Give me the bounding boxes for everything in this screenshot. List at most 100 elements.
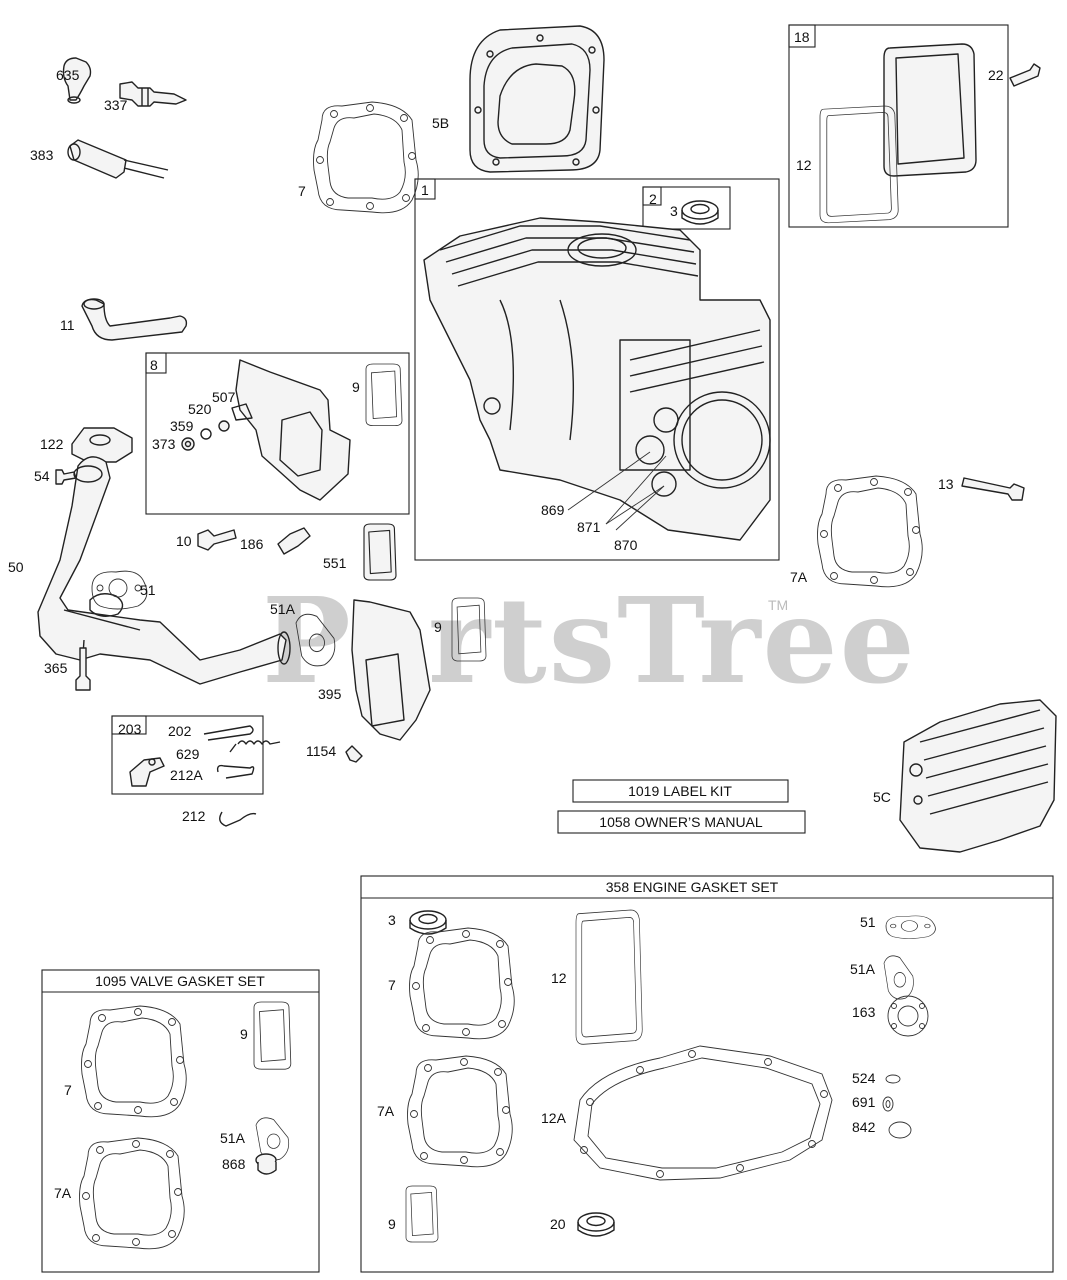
callout-202: 202 xyxy=(168,723,192,739)
callout-20: 20 xyxy=(550,1216,566,1232)
part-383-tool xyxy=(67,139,169,179)
callout-163: 163 xyxy=(852,1004,876,1020)
part-3-seal xyxy=(681,200,719,225)
callout-2: 2 xyxy=(649,191,657,207)
callout-9-gs: 9 xyxy=(388,1216,396,1232)
callout-54: 54 xyxy=(34,468,50,484)
callout-186: 186 xyxy=(240,536,264,552)
callout-507: 507 xyxy=(212,389,236,405)
callout-18: 18 xyxy=(794,29,810,45)
callout-691: 691 xyxy=(852,1094,876,1110)
part-212A-link xyxy=(216,764,255,779)
callout-1: 1 xyxy=(421,182,429,198)
vs-part-9-gasket xyxy=(253,1001,292,1070)
gs-part-7-gasket xyxy=(409,927,515,1040)
callout-13: 13 xyxy=(938,476,954,492)
gs-part-51A-gasket xyxy=(883,955,914,1000)
callout-9-mid: 9 xyxy=(434,619,442,635)
callout-7A-gs: 7A xyxy=(377,1103,395,1119)
part-51A-gasket xyxy=(295,613,336,667)
watermark-tm: TM xyxy=(768,597,788,613)
part-11-tube xyxy=(81,298,188,341)
part-1154-screw xyxy=(345,745,363,763)
owners-manual-text: 1058 OWNER’S MANUAL xyxy=(599,814,763,830)
callout-1154: 1154 xyxy=(306,743,336,759)
callout-9-vs: 9 xyxy=(240,1026,248,1042)
valve-gasket-set-box: 1095 VALVE GASKET SET xyxy=(41,969,320,1273)
gs-part-3-seal xyxy=(409,910,447,935)
callout-203: 203 xyxy=(118,721,142,737)
callout-868: 868 xyxy=(222,1156,246,1172)
callout-122: 122 xyxy=(40,436,64,452)
engine-gasket-set-box: 358 ENGINE GASKET SET xyxy=(360,875,1054,1273)
gs-part-51-gasket xyxy=(885,915,936,940)
callout-842: 842 xyxy=(852,1119,876,1135)
part-13-bolt xyxy=(961,477,1025,501)
part-54-screw xyxy=(55,469,77,485)
gs-part-524-ring xyxy=(885,1074,901,1084)
callout-212: 212 xyxy=(182,808,206,824)
part-551-gasket xyxy=(363,523,397,581)
callout-7-vs: 7 xyxy=(64,1082,72,1098)
callout-212A: 212A xyxy=(170,767,203,783)
callout-51-gs: 51 xyxy=(860,914,876,930)
part-395-heat-shield xyxy=(351,599,431,741)
callout-8: 8 xyxy=(150,357,158,373)
part-1-engine-block xyxy=(423,217,771,541)
callout-12A: 12A xyxy=(541,1110,567,1126)
box-203 xyxy=(111,715,281,795)
part-186-fitting xyxy=(277,527,311,555)
owners-manual-box: 1058 OWNER’S MANUAL xyxy=(557,810,806,834)
part-122-spacer xyxy=(71,427,133,463)
callout-395: 395 xyxy=(318,686,342,702)
part-8-air-guide xyxy=(218,359,351,501)
callout-5B: 5B xyxy=(432,115,449,131)
callout-520: 520 xyxy=(188,401,212,417)
leader-lines xyxy=(567,451,667,531)
callout-551: 551 xyxy=(323,555,347,571)
callout-635: 635 xyxy=(56,67,80,83)
gs-part-20-seal xyxy=(577,1212,615,1237)
callout-524: 524 xyxy=(852,1070,876,1086)
callout-3-gs: 3 xyxy=(388,912,396,928)
gs-part-163-gasket xyxy=(887,995,929,1037)
part-7-gasket xyxy=(313,101,419,214)
part-51-gasket xyxy=(91,570,148,610)
callout-10: 10 xyxy=(176,533,192,549)
callout-7A-right: 7A xyxy=(790,569,808,585)
label-kit-box: 1019 LABEL KIT xyxy=(572,779,789,803)
part-337-spark-plug xyxy=(119,81,187,107)
vs-part-7-gasket xyxy=(81,1005,187,1118)
callout-12-gs: 12 xyxy=(551,970,567,986)
callout-337: 337 xyxy=(104,97,128,113)
callout-359: 359 xyxy=(170,418,194,434)
callout-22: 22 xyxy=(988,67,1004,83)
part-labels: 63533738375B1822121231189507520359373122… xyxy=(8,29,1004,1232)
vs-part-868-plug xyxy=(255,1153,277,1175)
callout-7-top: 7 xyxy=(298,183,306,199)
gs-part-9-gasket xyxy=(405,1185,439,1243)
callout-51A-mid: 51A xyxy=(270,601,296,617)
callout-869: 869 xyxy=(541,502,565,518)
callout-5C: 5C xyxy=(873,789,891,805)
vs-part-7A-gasket xyxy=(79,1137,185,1250)
part-22-screw xyxy=(1009,63,1041,87)
gs-part-7A-gasket xyxy=(407,1055,513,1168)
part-9-gasket xyxy=(365,363,403,427)
part-373-nut xyxy=(181,437,195,451)
box-18 xyxy=(788,24,1009,228)
part-202-link xyxy=(203,725,254,741)
callout-365: 365 xyxy=(44,660,68,676)
box-8 xyxy=(145,352,410,515)
callout-51A-gs: 51A xyxy=(850,961,876,977)
box-1 xyxy=(414,178,780,561)
callout-629: 629 xyxy=(176,746,200,762)
part-629-spring xyxy=(229,740,281,753)
gs-part-842-ring xyxy=(888,1121,912,1139)
callout-11: 11 xyxy=(60,317,75,333)
vs-part-51A-gasket xyxy=(255,1117,290,1161)
callout-51A-vs: 51A xyxy=(220,1130,246,1146)
engine-gasket-set-title: 358 ENGINE GASKET SET xyxy=(606,879,779,895)
part-359-washer xyxy=(200,428,212,440)
